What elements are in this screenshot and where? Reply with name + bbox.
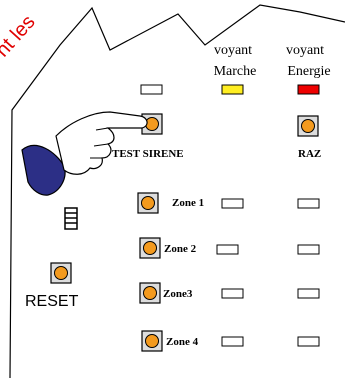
zone-3-label: Zone3: [163, 288, 193, 300]
test-sirene-label: TEST SIRENE: [112, 148, 184, 160]
zone-4-led-a: [221, 336, 244, 347]
zone-4-label: Zone 4: [166, 336, 199, 348]
zone-1-led-b: [297, 198, 320, 209]
reset-label: RESET: [25, 293, 79, 310]
zone-2-label: Zone 2: [164, 243, 197, 255]
marche-label-line1: voyant: [214, 43, 252, 58]
zone-4-button[interactable]: [141, 330, 163, 352]
zone-2-led-b: [297, 244, 320, 255]
pointing-hand-icon: [21, 111, 148, 196]
zone-3-button[interactable]: [139, 282, 161, 304]
zone-2-button[interactable]: [139, 237, 161, 259]
raz-label: RAZ: [298, 148, 321, 160]
reset-button[interactable]: [50, 262, 72, 284]
key-connector-icon: [64, 207, 78, 230]
zone-1-button[interactable]: [137, 192, 159, 214]
energie-led: [297, 84, 320, 95]
energie-label-line1: voyant: [286, 43, 324, 58]
zone-3-led-a: [221, 288, 244, 299]
white-led: [140, 84, 163, 95]
test-sirene-button[interactable]: [141, 113, 163, 135]
raz-button[interactable]: [297, 115, 319, 137]
marche-label-line2: Marche: [214, 64, 257, 79]
marche-led: [221, 84, 244, 95]
energie-label-line2: Energie: [287, 64, 330, 79]
zone-1-led-a: [221, 198, 244, 209]
zone-3-led-b: [297, 288, 320, 299]
zone-1-label: Zone 1: [172, 197, 204, 209]
zone-4-led-b: [297, 336, 320, 347]
watermark-text: nt les: [0, 11, 40, 61]
zone-2-led-a: [216, 244, 239, 255]
panel-outline: [9, 4, 345, 378]
